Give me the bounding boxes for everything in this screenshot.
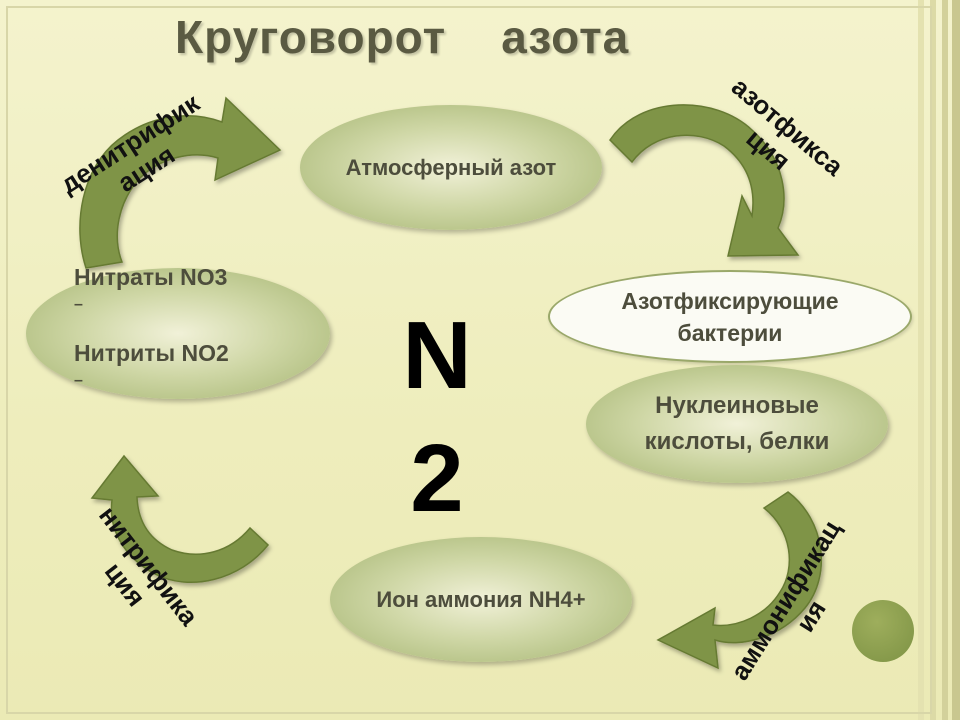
node-label-line2: кислоты, белки bbox=[644, 428, 830, 455]
nitrogen-fixing-bacteria-node: Азотфиксирующие бактерии bbox=[548, 270, 912, 363]
node-label: Атмосферный азот bbox=[345, 154, 557, 180]
nitrification-label: нитрифика ция bbox=[93, 500, 205, 632]
node-label-line1: Нуклеиновые bbox=[655, 392, 819, 419]
edge-strip bbox=[918, 0, 924, 720]
n2-formula: N 2 bbox=[392, 295, 482, 541]
node-label-line2: бактерии bbox=[677, 319, 783, 346]
nitrates-nitrites-node: Нитраты NO3– Нитриты NO2– bbox=[26, 264, 330, 399]
node-label-line1: Нитраты NO3– bbox=[74, 263, 228, 313]
denitrification-label: денитрифик ация bbox=[54, 87, 205, 200]
formula-letter: N bbox=[402, 302, 472, 409]
node-label: Ион аммония NH4+ bbox=[376, 586, 586, 612]
formula-digit: 2 bbox=[410, 424, 464, 532]
ammonium-ion-node: Ион аммония NH4+ bbox=[330, 537, 632, 662]
edge-strip bbox=[952, 0, 960, 720]
slide-title: Круговорот азота bbox=[175, 11, 630, 63]
node-label-line2: Нитриты NO2– bbox=[74, 339, 229, 389]
edge-strip bbox=[942, 0, 948, 720]
edge-strip bbox=[930, 0, 936, 720]
circle-dot-icon bbox=[852, 600, 914, 662]
nitrogen-fixation-label: азотфикса ция bbox=[726, 71, 850, 182]
ammonification-label: аммонификац ия bbox=[724, 514, 847, 686]
node-label-line1: Азотфиксирующие bbox=[621, 287, 839, 314]
atmospheric-nitrogen-node: Атмосферный азот bbox=[300, 105, 602, 230]
nucleic-acids-proteins-node: Нуклеиновые кислоты, белки bbox=[586, 365, 888, 483]
